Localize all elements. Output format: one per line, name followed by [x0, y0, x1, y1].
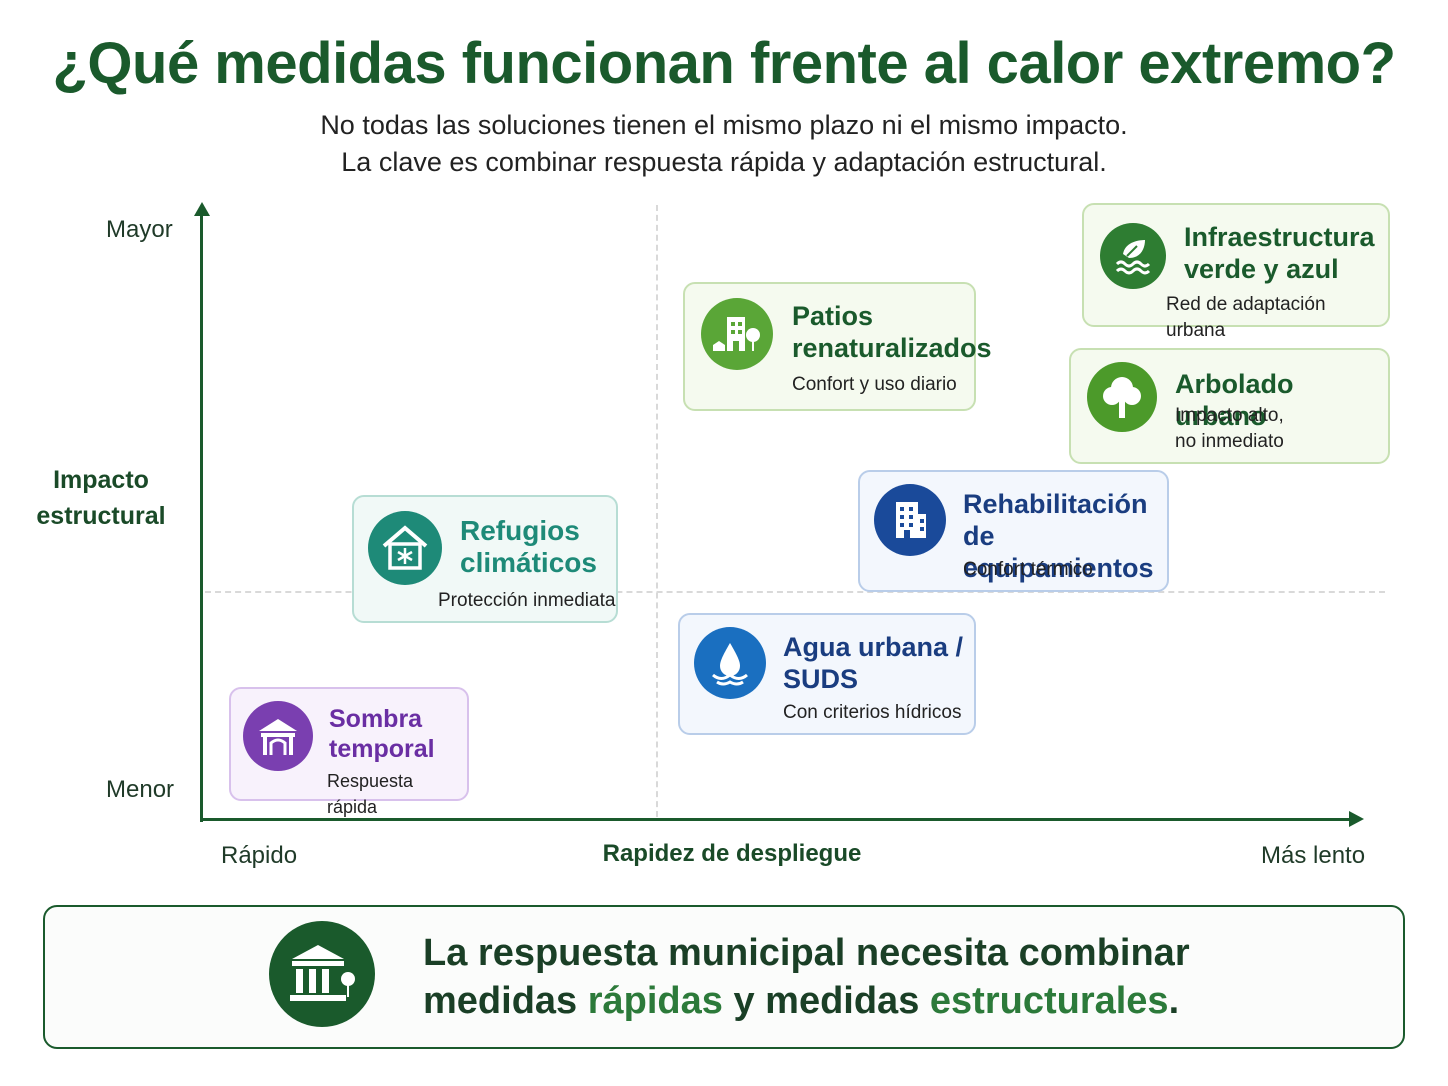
- card-arbolado: Arbolado urbano Impacto alto, no inmedia…: [1069, 348, 1390, 464]
- city-hall-icon: [269, 921, 375, 1027]
- house-snowflake-icon: [368, 511, 442, 585]
- horizontal-divider: [205, 591, 1385, 593]
- summary-line-2: medidas rápidas y medidas estructurales.: [423, 977, 1190, 1025]
- tent-icon: [243, 701, 313, 771]
- card-refugios-title-line-1: Refugios: [460, 515, 580, 546]
- x-axis-arrow: [1349, 811, 1364, 827]
- subtitle-line-2: La clave es combinar respuesta rápida y …: [341, 147, 1107, 177]
- card-agua-desc: Con criterios hídricos: [783, 702, 962, 723]
- card-rehabilitacion-title: Rehabilitación de equipamientos: [963, 488, 1167, 584]
- card-rehabilitacion-desc: Confort térmico: [963, 559, 1093, 580]
- card-patios-title-line-2: renaturalizados: [792, 333, 992, 363]
- summary-text-e: .: [1168, 980, 1180, 1022]
- building-icon: [874, 484, 946, 556]
- page-title: ¿Qué medidas funcionan frente al calor e…: [52, 31, 1396, 96]
- y-axis-arrow: [194, 202, 210, 216]
- card-patios-desc: Confort y uso diario: [792, 374, 957, 395]
- card-infraestructura-title-line-2: verde y azul: [1184, 254, 1339, 284]
- card-sombra-title: Sombra temporal: [329, 704, 435, 764]
- card-sombra-title-line-2: temporal: [329, 735, 435, 763]
- water-drop-icon: [694, 627, 766, 699]
- y-axis-title-line-2: estructural: [36, 502, 166, 530]
- summary-text-c: y medidas: [722, 980, 930, 1022]
- card-arbolado-desc-line-2: no inmediato: [1175, 431, 1284, 452]
- card-infraestructura-title: Infraestructura verde y azul: [1184, 221, 1375, 285]
- leaf-water-icon: [1100, 223, 1166, 289]
- card-patios-title: Patios renaturalizados: [792, 300, 992, 364]
- card-patios-title-line-1: Patios: [792, 301, 874, 331]
- summary-highlight-estructurales: estructurales: [929, 980, 1169, 1022]
- card-arbolado-desc: Impacto alto, no inmediato: [1175, 403, 1284, 455]
- card-arbolado-desc-line-1: Impacto alto,: [1175, 405, 1284, 426]
- summary-text: La respuesta municipal necesita combinar…: [423, 929, 1190, 1025]
- card-sombra-desc: Respuesta rápida: [327, 771, 414, 817]
- y-axis-high-label: Mayor: [106, 216, 173, 243]
- summary-line-1: La respuesta municipal necesita combinar: [423, 932, 1190, 974]
- subtitle-line-1: No todas las soluciones tienen el mismo …: [320, 110, 1128, 140]
- card-rehabilitacion: Rehabilitación de equipamientos Confort …: [858, 470, 1169, 592]
- card-infraestructura-desc: Red de adaptación urbana: [1166, 294, 1326, 341]
- card-infraestructura: Infraestructura verde y azul Red de adap…: [1082, 203, 1390, 341]
- vertical-divider: [656, 205, 658, 817]
- summary-banner: La respuesta municipal necesita combinar…: [43, 905, 1405, 1049]
- y-axis-low-label: Menor: [106, 776, 175, 803]
- y-axis: [200, 212, 203, 822]
- card-rehabilitacion-title-line-1: Rehabilitación de: [963, 489, 1148, 551]
- card-sombra-title-line-1: Sombra: [329, 705, 423, 733]
- card-agua-title: Agua urbana / SUDS: [783, 631, 963, 695]
- tree-icon: [1087, 362, 1157, 432]
- school-tree-icon: [701, 298, 773, 370]
- y-axis-title: Impacto estructural: [30, 462, 172, 534]
- card-refugios-desc: Protección inmediata: [438, 590, 616, 611]
- card-agua: Agua urbana / SUDS Con criterios hídrico…: [678, 613, 976, 735]
- y-axis-title-line-1: Impacto: [53, 466, 149, 494]
- card-infraestructura-title-line-1: Infraestructura: [1184, 222, 1375, 252]
- card-sombra: Sombra temporal Respuesta rápida: [229, 687, 469, 817]
- card-agua-title-line-2: SUDS: [783, 664, 859, 694]
- x-axis-high-label: Más lento: [1261, 842, 1366, 869]
- card-arbolado-title: Arbolado urbano: [1175, 369, 1294, 431]
- card-rehabilitacion-title-line-2: equipamientos: [963, 553, 1154, 583]
- x-axis: [200, 818, 1352, 821]
- card-patios: Patios renaturalizados Confort y uso dia…: [683, 282, 992, 411]
- x-axis-title: Rapidez de despliegue: [602, 840, 862, 867]
- card-refugios: Refugios climáticos Protección inmediata: [352, 495, 618, 623]
- x-axis-low-label: Rápido: [221, 842, 298, 869]
- summary-highlight-rapidas: rápidas: [587, 980, 723, 1022]
- card-refugios-title: Refugios climáticos: [460, 515, 597, 579]
- card-refugios-title-line-2: climáticos: [460, 547, 597, 578]
- card-agua-title-line-1: Agua urbana /: [783, 632, 964, 662]
- summary-text-a: medidas: [423, 980, 588, 1022]
